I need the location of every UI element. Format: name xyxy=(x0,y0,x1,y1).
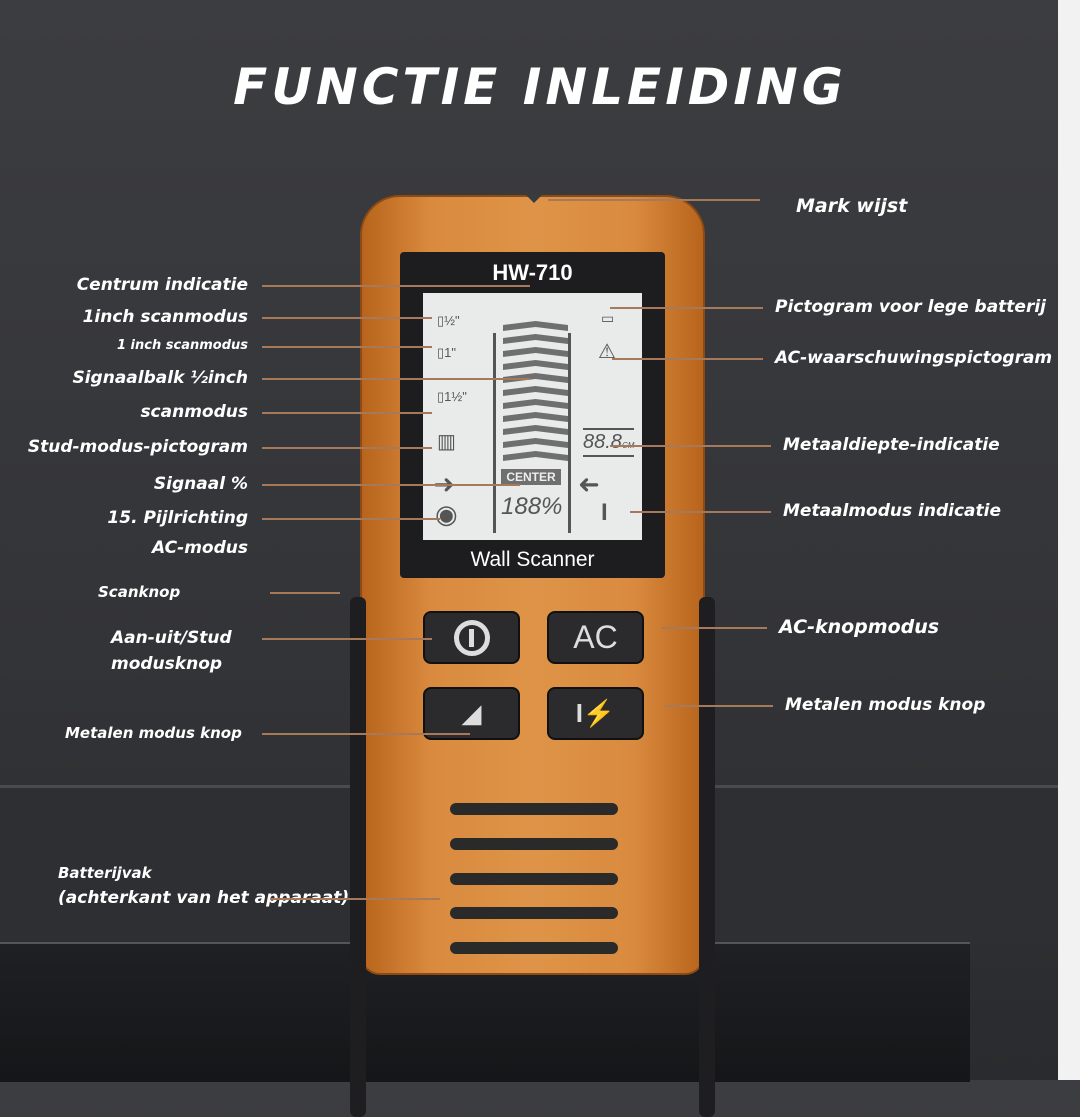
callout-line xyxy=(665,705,773,707)
arrow-left-icon: ➜ xyxy=(578,469,600,499)
callout-line xyxy=(262,733,470,735)
callout-label-left: Metalen modus knop xyxy=(65,724,242,742)
side-grip-left xyxy=(350,597,366,1117)
half-inch-mode-icon: ▯½" xyxy=(437,313,460,328)
signal-bar-segment xyxy=(503,386,568,396)
callout-label-left: 1inch scanmodus xyxy=(82,307,248,327)
callout-label-left: AC-modus xyxy=(152,538,248,558)
callout-line xyxy=(262,285,530,287)
one-half-inch-mode-icon: ▯1½" xyxy=(437,389,467,404)
callout-label-left: Stud-modus-pictogram xyxy=(27,437,248,457)
metal-lightning-icon: I⚡ xyxy=(575,698,616,728)
mark-notch xyxy=(524,193,544,203)
signal-bar-segment xyxy=(503,425,568,435)
callout-label-left: Batterijvak xyxy=(58,864,152,882)
signal-percent: 188% xyxy=(501,493,563,520)
signal-bar-segment xyxy=(503,451,568,461)
callout-label-right: Metalen modus knop xyxy=(785,695,986,715)
battery-icon: ▭ xyxy=(601,310,615,326)
ac-button[interactable]: AC xyxy=(547,611,644,664)
callout-line xyxy=(270,898,440,900)
callout-line xyxy=(262,484,520,486)
grille-slot xyxy=(450,803,618,815)
callout-label-left: scanmodus xyxy=(140,402,248,422)
callout-line xyxy=(262,412,432,414)
display-panel: HW-710 ▯½" ▯1" ▯1½" ▥ ➜ ◉ CENTER 188% ▭ … xyxy=(400,252,665,578)
scan-waves-icon: ◢ xyxy=(461,698,482,728)
page-title: FUNCTIE INLEIDING xyxy=(233,58,847,116)
callout-label-left: 1 inch scanmodus xyxy=(116,338,248,353)
metal-depth-display: 88.8CM xyxy=(583,428,635,457)
model-name: HW-710 xyxy=(492,260,573,285)
device-brand-label: Wall Scanner xyxy=(470,548,595,571)
callout-label-right: Pictogram voor lege batterij xyxy=(775,297,1047,317)
ac-button-label: AC xyxy=(573,619,618,655)
power-icon xyxy=(453,619,490,656)
grille-slot xyxy=(450,838,618,850)
stud-mode-icon: ▥ xyxy=(437,431,456,453)
signal-bar-segment xyxy=(503,347,568,357)
callout-label-right: Metaaldiepte-indicatie xyxy=(783,435,1000,455)
callout-line xyxy=(548,199,760,201)
callout-label-left: (achterkant van het apparaat) xyxy=(58,888,350,908)
grille-slot xyxy=(450,907,618,919)
lcd-screen: ▯½" ▯1" ▯1½" ▥ ➜ ◉ CENTER 188% ▭ ⚠ 88.8C… xyxy=(423,293,642,540)
callout-line xyxy=(262,378,530,380)
callout-line xyxy=(662,627,767,629)
callout-line xyxy=(262,317,432,319)
signal-bar-segment xyxy=(503,412,568,422)
callout-line xyxy=(262,447,432,449)
callout-label-left: Scanknop xyxy=(98,583,181,601)
callout-label-right: Mark wijst xyxy=(796,195,908,217)
ac-mode-icon: ◉ xyxy=(435,499,458,529)
callout-line xyxy=(262,638,432,640)
bar-frame-right xyxy=(568,333,571,533)
metal-mode-button-right[interactable]: I⚡ xyxy=(547,687,644,740)
grille-slot xyxy=(450,873,618,885)
signal-bar-segment xyxy=(503,360,568,370)
callout-line xyxy=(630,511,771,513)
metal-mode-icon: I xyxy=(601,499,608,526)
callout-label-left: 15. Pijlrichting xyxy=(107,508,248,528)
callout-line xyxy=(612,358,763,360)
signal-bar-segment xyxy=(503,399,568,409)
signal-bar-segment xyxy=(503,334,568,344)
signal-bar-segment xyxy=(503,321,568,331)
callout-line xyxy=(610,445,771,447)
callout-line xyxy=(262,346,432,348)
one-inch-mode-icon: ▯1" xyxy=(437,345,457,360)
callout-label-left: Signaal % xyxy=(153,474,248,494)
callout-line xyxy=(262,518,440,520)
center-indicator: CENTER xyxy=(501,469,561,485)
power-stud-button[interactable] xyxy=(423,611,520,664)
callout-label-right: Metaalmodus indicatie xyxy=(783,501,1002,521)
signal-bar-segment xyxy=(503,373,568,383)
callout-line xyxy=(610,307,763,309)
side-grip-right xyxy=(699,597,715,1117)
callout-label-left: Signaalbalk ½inch xyxy=(72,368,248,388)
callout-label-left: Centrum indicatie xyxy=(76,275,248,295)
grille-slot xyxy=(450,942,618,954)
bar-frame-left xyxy=(493,333,496,533)
callout-label-right: AC-waarschuwingspictogram xyxy=(775,348,1053,368)
signal-bar-segment xyxy=(503,438,568,448)
metal-mode-button-left[interactable]: ◢ xyxy=(423,687,520,740)
callout-label-right: AC-knopmodus xyxy=(779,616,940,638)
callout-line xyxy=(270,592,340,594)
callout-label-left: Aan-uit/Stud xyxy=(111,628,232,648)
callout-label-left: modusknop xyxy=(111,654,223,674)
wall-edge xyxy=(1058,0,1080,1080)
ac-warning-icon: ⚠ xyxy=(598,341,616,363)
